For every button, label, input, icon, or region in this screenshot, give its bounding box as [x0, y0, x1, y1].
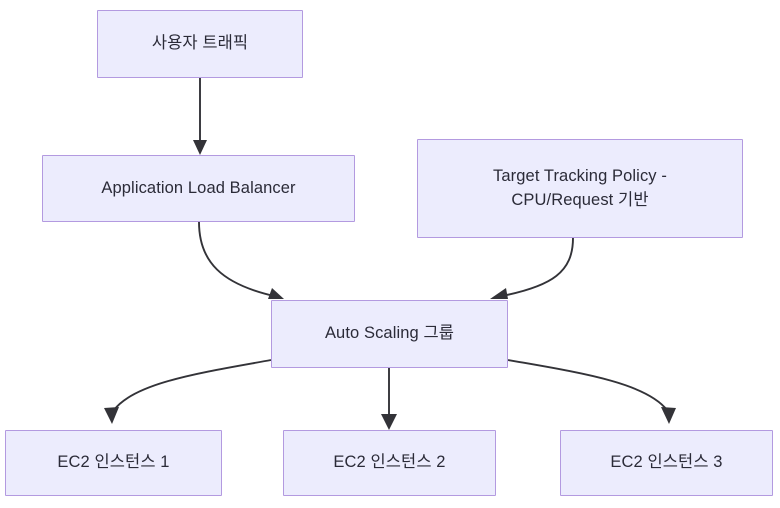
node-ec2-instance-1-label: EC2 인스턴스 1	[57, 453, 170, 472]
node-ec2-instance-1[interactable]: EC2 인스턴스 1	[5, 430, 222, 496]
node-auto-scaling-group[interactable]: Auto Scaling 그룹	[271, 300, 508, 368]
edge-asg-to-ec2-3	[507, 359, 676, 424]
node-ec2-instance-2[interactable]: EC2 인스턴스 2	[283, 430, 496, 496]
node-user-traffic-label: 사용자 트래픽	[151, 34, 249, 53]
edge-policy-to-asg	[490, 237, 574, 299]
node-application-load-balancer-label: Application Load Balancer	[101, 178, 296, 197]
arrowhead-icon	[193, 140, 207, 155]
edge-alb-to-asg	[198, 221, 284, 299]
node-user-traffic[interactable]: 사용자 트래픽	[97, 10, 303, 78]
arrowhead-icon	[268, 288, 284, 299]
arrowhead-icon	[661, 407, 676, 424]
arrowhead-icon	[381, 414, 397, 430]
arrowhead-icon	[490, 288, 508, 299]
node-ec2-instance-3-label: EC2 인스턴스 3	[610, 453, 723, 472]
node-ec2-instance-3[interactable]: EC2 인스턴스 3	[560, 430, 773, 496]
node-auto-scaling-group-label: Auto Scaling 그룹	[324, 324, 455, 343]
edge-asg-to-ec2-1	[104, 359, 272, 424]
arrowhead-icon	[104, 407, 119, 424]
edge-asg-to-ec2-2	[381, 368, 397, 430]
node-application-load-balancer[interactable]: Application Load Balancer	[42, 155, 355, 222]
edge-user-traffic-to-alb	[193, 78, 207, 155]
node-target-tracking-policy[interactable]: Target Tracking Policy - CPU/Request 기반	[417, 139, 743, 238]
node-ec2-instance-2-label: EC2 인스턴스 2	[333, 453, 446, 472]
node-target-tracking-policy-label: Target Tracking Policy - CPU/Request 기반	[493, 166, 667, 209]
